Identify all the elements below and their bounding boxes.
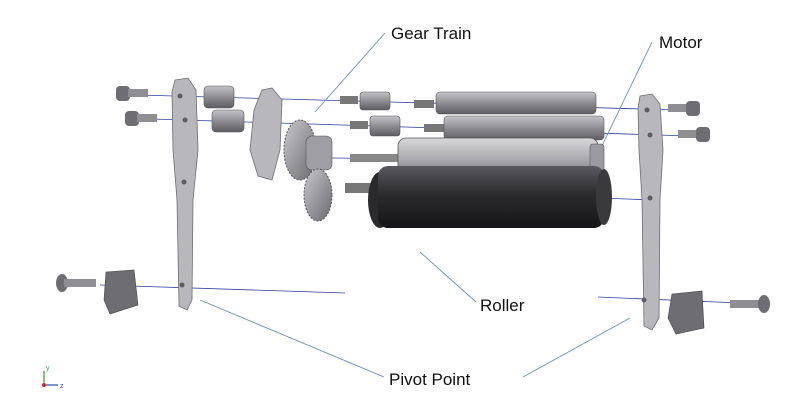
right-side-plate: [637, 93, 664, 331]
roller-shaft: [345, 183, 375, 193]
standoff-short-1: [359, 91, 391, 111]
screw-left-top: [116, 86, 148, 101]
motor-shaft: [350, 154, 400, 162]
left-side-plate: [171, 77, 199, 311]
standoff-long-1: [435, 91, 597, 115]
label-pivot-point: Pivot Point: [389, 370, 471, 389]
screw-long-2: [424, 124, 444, 132]
standoff-long-2: [443, 115, 605, 141]
left-plate-hole-3: [181, 179, 187, 185]
roller-body: [378, 166, 604, 228]
axis-line-pivot-right: [597, 296, 741, 304]
gear-mount-bracket: [249, 87, 283, 181]
axis-triad-icon: y z: [42, 365, 64, 390]
screw-standoff-1: [340, 96, 358, 104]
gear-small: [303, 168, 333, 222]
leader-lines: [199, 32, 653, 378]
roller: [345, 166, 612, 228]
left-plate-hole-2: [182, 117, 188, 123]
spacer-left-top: [203, 85, 235, 109]
label-gear-train: Gear Train: [391, 24, 472, 43]
label-motor: Motor: [659, 33, 703, 52]
axis-triad-z-label: z: [60, 383, 64, 390]
pivot-block-left: [103, 269, 139, 315]
screw-right-top: [668, 101, 700, 116]
pivot-screw-left: [56, 274, 96, 292]
right-plate-hole-1: [644, 107, 650, 113]
leader-pivot-left: [199, 299, 385, 378]
axis-triad-y-label: y: [46, 365, 50, 372]
leader-gear-train: [314, 32, 386, 113]
leader-motor: [599, 41, 653, 151]
standoff-short-2: [369, 115, 401, 137]
pivot-block-right: [667, 290, 705, 335]
axis-line-pivot-left: [99, 284, 346, 294]
roller-end-right: [596, 169, 612, 225]
screw-standoff-2: [350, 121, 368, 129]
label-roller: Roller: [480, 296, 525, 315]
right-plate-pivot-hole: [641, 297, 647, 303]
leader-roller: [419, 251, 477, 303]
leader-pivot-right: [522, 317, 631, 378]
right-plate-hole-2: [647, 132, 653, 138]
screw-left-second: [125, 111, 157, 126]
spacer-left-second: [211, 109, 245, 133]
left-plate-pivot-hole: [179, 282, 185, 288]
screw-right-second: [678, 127, 710, 142]
gear-train: [283, 119, 333, 222]
screw-long-1: [414, 100, 434, 108]
right-plate-hole-3: [647, 195, 653, 201]
gear-hub: [305, 135, 333, 171]
pivot-screw-right: [730, 295, 770, 313]
left-plate-hole-1: [177, 93, 183, 99]
